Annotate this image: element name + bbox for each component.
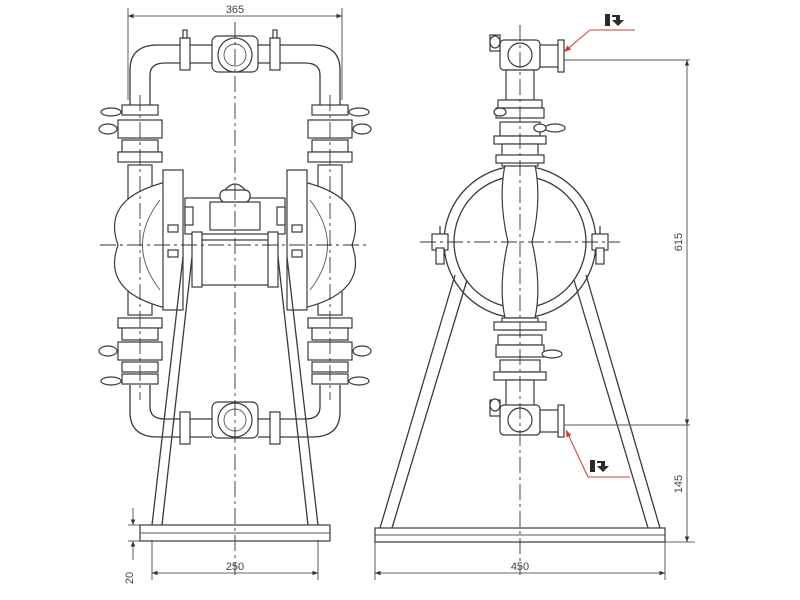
flow-inlet-icon — [590, 460, 609, 472]
dim-base-offset: 20 — [124, 572, 136, 584]
dim-base-side: 450 — [511, 561, 529, 573]
dim-top-width: 365 — [226, 4, 244, 16]
front-view: 365 250 20 — [98, 4, 372, 584]
dim-base-front: 250 — [226, 561, 244, 573]
dim-height-outlet: 145 — [673, 475, 685, 493]
side-view: 615 145 450 — [374, 14, 695, 580]
flow-outlet-icon — [605, 14, 624, 26]
dim-height-total: 615 — [673, 233, 685, 251]
